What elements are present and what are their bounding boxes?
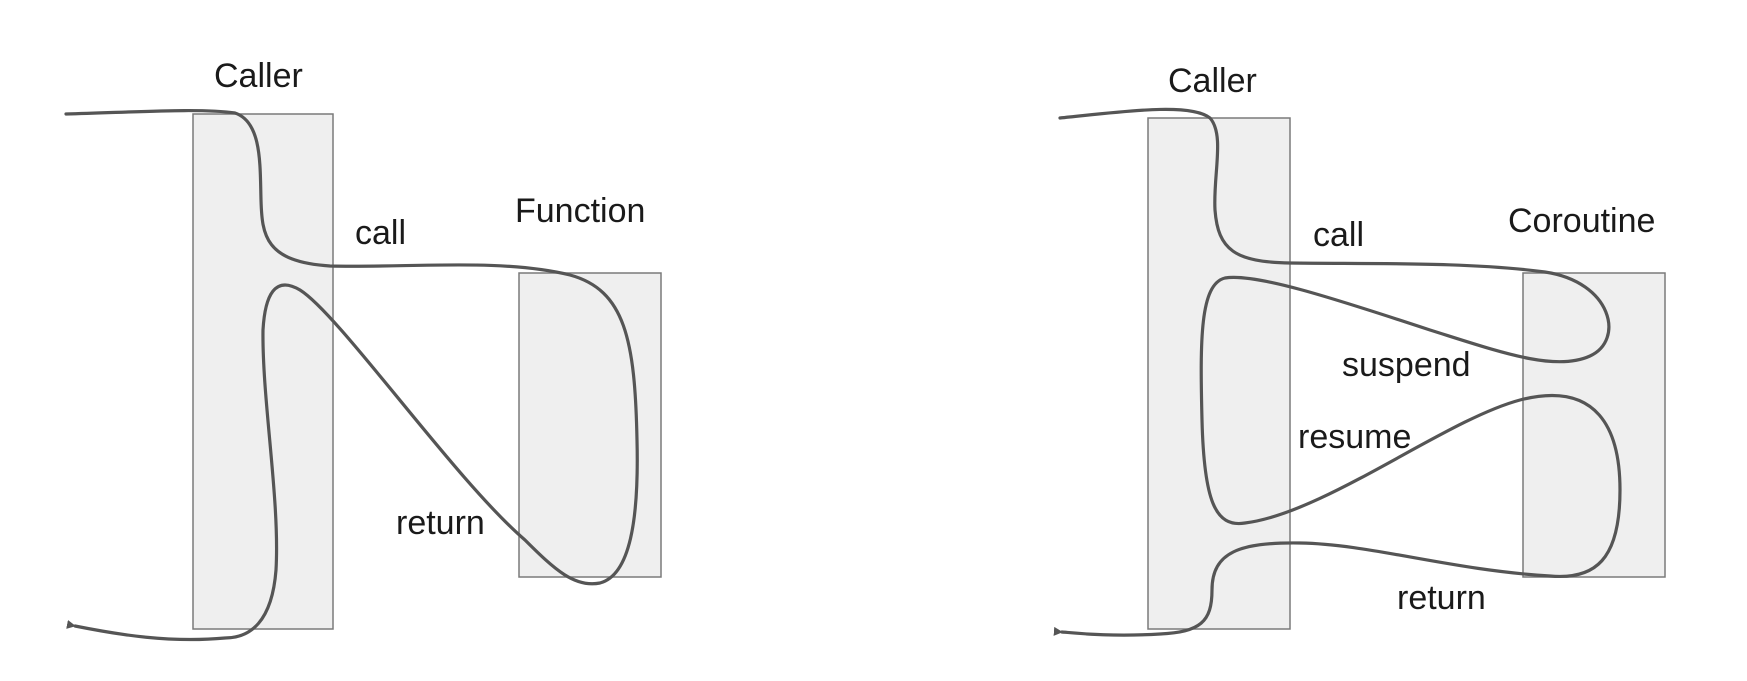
function-diagram: Caller Function call return: [64, 57, 662, 642]
return-label: return: [1397, 579, 1486, 617]
coroutine-diagram: Caller Coroutine call suspend resume ret…: [1053, 62, 1666, 637]
caller-label: Caller: [1168, 62, 1257, 100]
caller-label: Caller: [214, 57, 303, 95]
coroutine-label: Coroutine: [1508, 202, 1655, 240]
call-label: call: [355, 214, 406, 252]
call-suspend-resume-return-flow-path: [1053, 107, 1622, 637]
coroutine-box: [1522, 272, 1666, 578]
call-label: call: [1313, 216, 1364, 254]
function-label: Function: [515, 192, 645, 230]
call-return-flow-path: [64, 108, 639, 642]
resume-label: resume: [1298, 418, 1411, 456]
return-label: return: [396, 504, 485, 542]
function-box: [518, 272, 662, 578]
suspend-label: suspend: [1342, 346, 1471, 384]
caller-box: [1147, 117, 1291, 630]
